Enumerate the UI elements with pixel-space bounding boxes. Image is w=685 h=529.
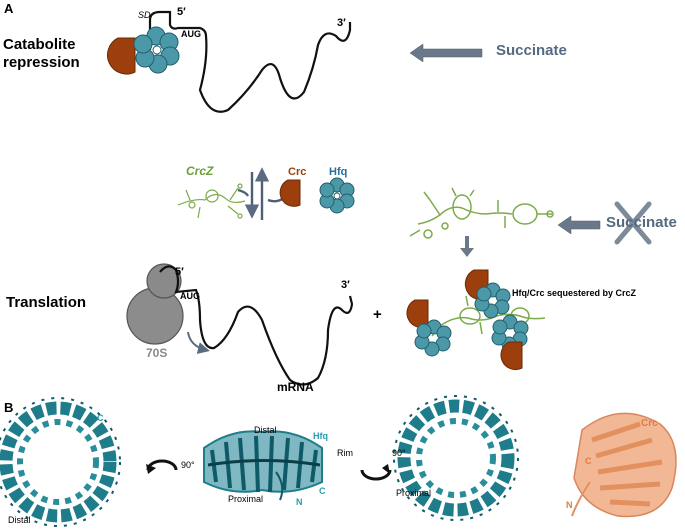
crc-protein-mid xyxy=(279,179,301,207)
ribosome-70s xyxy=(126,263,184,345)
rotation-label-1: 90° xyxy=(181,460,195,470)
mrna-label: mRNA xyxy=(277,380,314,394)
rotation-label-2: 90° xyxy=(392,448,406,458)
proximal-mid-label: Proximal xyxy=(228,494,264,504)
crcz-rna-small xyxy=(177,183,246,219)
succinate-label-mid: Succinate xyxy=(606,214,677,231)
hfq-side-view xyxy=(203,430,323,501)
translated-mrna xyxy=(159,265,354,386)
crcz-rna-large xyxy=(409,187,554,239)
succinate-arrow-top xyxy=(409,43,483,63)
n-terminus-mid: N xyxy=(296,497,303,507)
crc-structure-label: Crc xyxy=(641,418,658,429)
five-prime-bottom: 5′ xyxy=(175,266,184,278)
aug-bottom: AUG xyxy=(180,291,200,301)
ribosome-label: 70S xyxy=(146,346,168,360)
repressed-mrna xyxy=(148,10,352,113)
c-terminus-crc: C xyxy=(585,456,592,466)
sequestered-complex xyxy=(406,269,546,371)
equilibrium-arrows xyxy=(237,167,287,220)
five-prime-top: 5′ xyxy=(177,6,186,18)
cross-mark-icon xyxy=(614,201,652,245)
crc-protein-top xyxy=(106,37,136,75)
c-terminus-mid: C xyxy=(319,486,326,496)
three-prime-bottom: 3′ xyxy=(341,279,350,291)
hfq-ring-proximal xyxy=(393,395,519,521)
proximal-right-label: Proximal xyxy=(396,488,432,498)
crcz-label: CrcZ xyxy=(186,164,214,178)
rotate-icon-2 xyxy=(360,464,392,481)
aug-top: AUG xyxy=(181,29,201,39)
hfq-ring-distal xyxy=(0,397,121,527)
panel-b-letter: B xyxy=(4,400,14,415)
distal-mid-label: Distal xyxy=(254,425,277,435)
sequestered-label: Hfq/Crc sequestered by CrcZ xyxy=(512,288,637,298)
rim-label: Rim xyxy=(337,448,353,458)
hfq-structure-label: Hfq xyxy=(313,431,328,441)
hfq-hexamer-top xyxy=(133,26,180,74)
crc-label-mid: Crc xyxy=(288,166,307,178)
c-terminus-left: C xyxy=(97,413,104,423)
crc-structure xyxy=(571,412,677,518)
sd-label: SD xyxy=(138,10,151,20)
hfq-hexamer-mid xyxy=(319,177,355,214)
distal-left-label: Distal xyxy=(8,515,31,525)
rotate-icon-1 xyxy=(146,459,178,474)
n-terminus-crc: N xyxy=(566,500,573,510)
translation-label: Translation xyxy=(6,294,87,311)
succinate-label-top: Succinate xyxy=(496,42,567,59)
succinate-arrow-mid xyxy=(557,215,601,235)
catabolite-repression-label: Catabolite repression xyxy=(3,36,80,71)
plus-sign: + xyxy=(373,306,382,323)
panel-a-letter: A xyxy=(4,1,14,16)
hfq-label-mid: Hfq xyxy=(329,166,348,178)
three-prime-top: 3′ xyxy=(337,17,346,29)
down-arrow-mid xyxy=(460,236,474,257)
